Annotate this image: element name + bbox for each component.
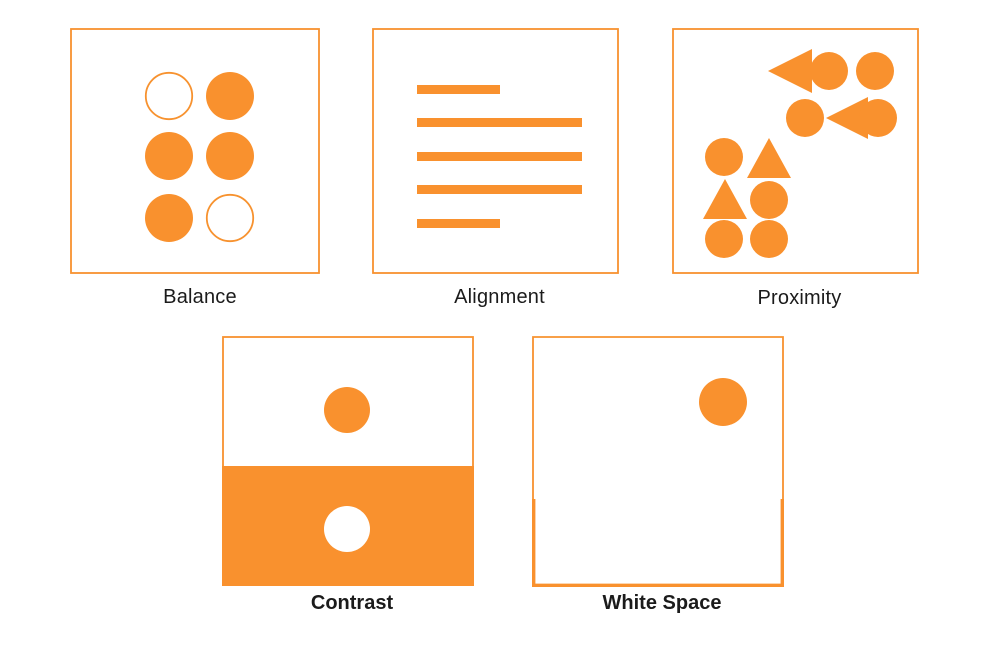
- bar-short: [417, 219, 500, 228]
- balance-illustration: [70, 28, 320, 274]
- circle-outline: [144, 71, 194, 121]
- triangle-up-icon: [703, 179, 747, 219]
- panel-whitespace[interactable]: White Space: [532, 336, 792, 614]
- circle-knockout: [324, 506, 370, 552]
- panel-label-proximity: Proximity: [757, 287, 842, 309]
- circle-filled: [705, 220, 743, 258]
- triangle-left-icon: [826, 97, 868, 139]
- panel-frame-upper: [532, 336, 784, 500]
- bar-short: [417, 85, 500, 94]
- panel-label-alignment: Alignment: [454, 286, 545, 308]
- panel-balance[interactable]: Balance: [70, 28, 330, 308]
- panel-frame: [70, 28, 320, 274]
- panel-fill: [533, 337, 783, 587]
- panel-label-contrast: Contrast: [310, 592, 394, 614]
- circle-filled: [699, 378, 747, 426]
- circle-filled: [786, 99, 824, 137]
- circle-filled: [750, 181, 788, 219]
- proximity-illustration: [672, 28, 919, 274]
- contrast-illustration: [222, 336, 474, 586]
- bar-long: [417, 118, 582, 127]
- panel-frame-lower: [532, 499, 784, 587]
- bar-long: [417, 185, 582, 194]
- panel-label-whitespace: White Space: [602, 592, 722, 614]
- circle-filled: [705, 138, 743, 176]
- bar-long: [417, 152, 582, 161]
- panel-frame: [372, 28, 619, 274]
- panel-proximity[interactable]: Proximity: [672, 28, 927, 309]
- panel-alignment[interactable]: Alignment: [372, 28, 627, 308]
- circle-filled: [206, 72, 254, 120]
- alignment-illustration: [372, 28, 619, 274]
- circle-outline: [205, 193, 255, 243]
- circle-filled: [145, 132, 193, 180]
- panel-contrast[interactable]: Contrast: [222, 336, 482, 614]
- circle-filled: [206, 132, 254, 180]
- circle-filled: [856, 52, 894, 90]
- circle-filled: [145, 194, 193, 242]
- circle-filled: [810, 52, 848, 90]
- circle-filled: [859, 99, 897, 137]
- circle-filled: [750, 220, 788, 258]
- panel-label-balance: Balance: [163, 286, 237, 308]
- circle-filled: [324, 387, 370, 433]
- whitespace-illustration: [532, 336, 784, 587]
- triangle-left-icon: [768, 49, 812, 93]
- triangle-up-icon: [747, 138, 791, 178]
